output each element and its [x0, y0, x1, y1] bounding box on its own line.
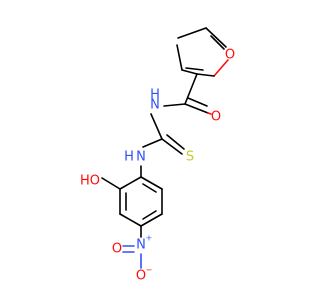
bond-ring-c3-c4 — [119, 213, 142, 227]
bond-carbonyl-to-nh — [163, 103, 186, 107]
carbonyl-oxygen-label: O — [211, 110, 221, 125]
furan-ring: O — [176, 27, 235, 77]
nitro-oxygen-left-label: O — [112, 242, 122, 257]
bond-c-to-nh2 — [142, 138, 163, 148]
nitro-oxygen-bottom-charge: − — [146, 266, 153, 275]
hydroxyl-label: HO — [80, 174, 100, 189]
nitro-nitrogen-charge: + — [146, 234, 153, 243]
nitro-oxygen-bottom-label: O — [136, 269, 146, 284]
bond-ring-to-oh — [101, 177, 121, 190]
nitro-group: N + O − O — [112, 225, 153, 284]
bond-ring-c1-c2 — [119, 176, 142, 190]
bond-carbonyl-o-end — [207, 112, 212, 115]
bond-furan-c3-c4 — [177, 27, 207, 39]
nitro-nitrogen-label: N — [136, 238, 146, 253]
bond-c-s — [161, 138, 183, 155]
benzene-ring — [119, 176, 163, 227]
amide-hydrogen-label: H — [150, 88, 160, 103]
bond-furan-c4-c5 — [176, 44, 183, 71]
carbonyl-group: O — [184, 73, 221, 125]
bond-furan-double-base — [185, 67, 204, 71]
thioamide-nh: N H — [124, 150, 146, 178]
bond-c-s-double — [166, 134, 185, 150]
thiocarbonyl-group: S — [142, 134, 194, 165]
bond-furan-ring-base — [196, 73, 215, 77]
bond-carbonyl-double — [187, 97, 208, 107]
molecule-structure: O O N H S N H — [80, 27, 235, 284]
hydroxyl-group: HO — [80, 174, 121, 190]
bond-ring-double-bottom — [142, 210, 157, 220]
bond-ring-c6-c1 — [140, 176, 163, 190]
bond-furan-to-carbonyl — [184, 73, 198, 105]
sulfur-label: S — [186, 150, 194, 165]
bond-furan-double-inner — [210, 35, 225, 50]
bond-ring-double-right — [142, 183, 157, 193]
furan-oxygen-label: O — [225, 48, 235, 63]
bond-ring-c4-c5 — [140, 213, 163, 227]
molecule-diagram: O O N H S N H — [80, 27, 235, 284]
thioamide-nitrogen-label: N — [136, 150, 146, 165]
amide-nh: N H — [150, 88, 186, 140]
bond-carbonyl-c-o — [184, 103, 209, 114]
amide-nitrogen-label: N — [150, 98, 160, 113]
bond-furan-c2-c3 — [205, 27, 227, 48]
bond-furan-c5-c2-bridge — [181, 69, 198, 75]
thioamide-hydrogen-label: H — [124, 150, 134, 165]
bond-nh-to-thiocarbonyl — [150, 113, 163, 140]
bond-furan-o-c2 — [213, 59, 229, 77]
